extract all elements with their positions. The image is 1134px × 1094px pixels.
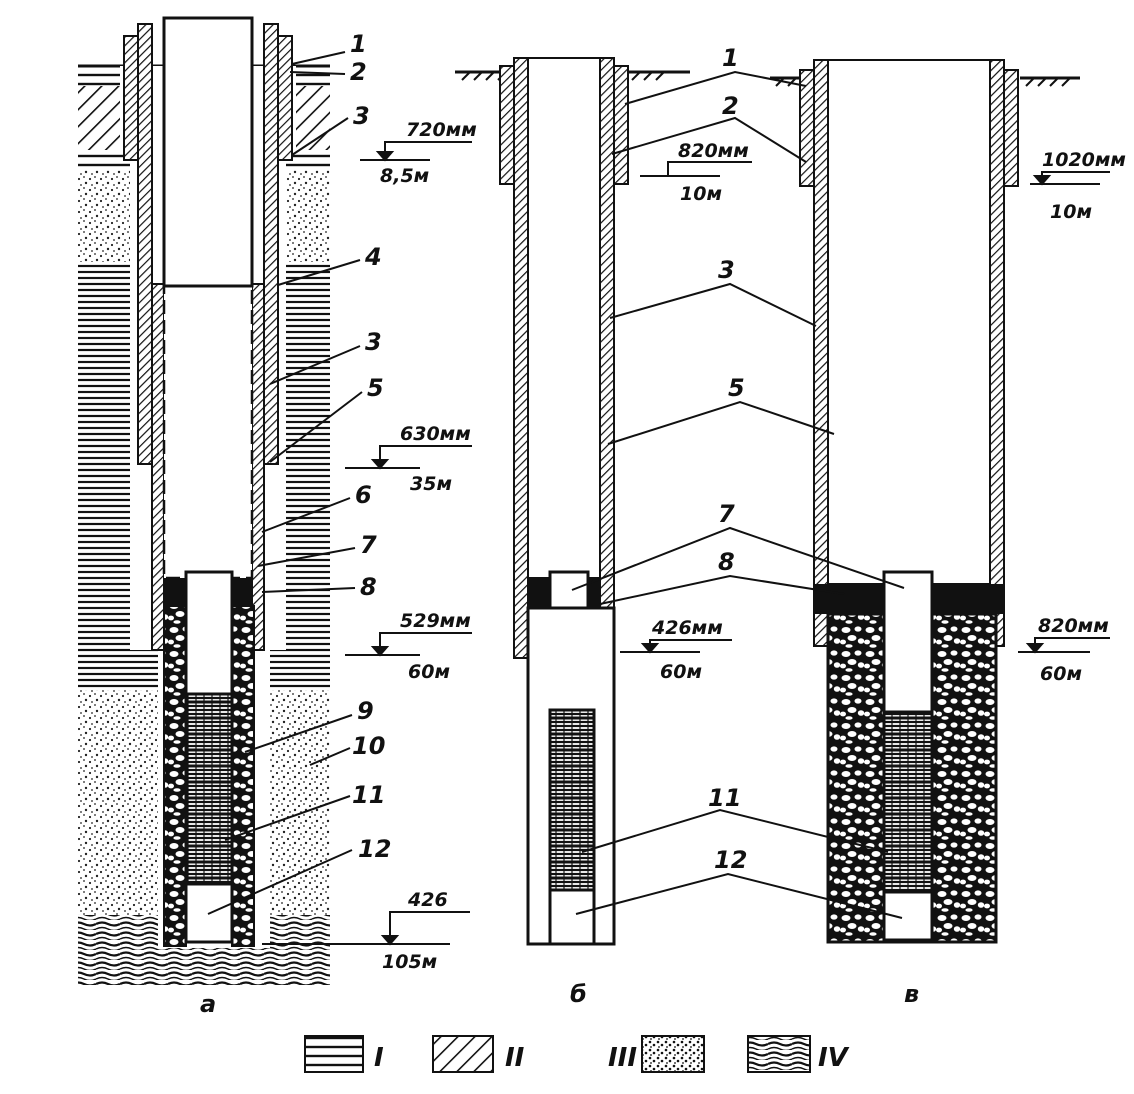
well-b: 820мм 10м 426мм 60м б <box>455 57 752 1008</box>
shared-label-7: 7 <box>718 500 735 528</box>
conductor-1020-right <box>1003 69 1019 187</box>
dim-c-820-diameter: 820мм <box>1038 615 1109 637</box>
casing-720-right <box>277 35 293 161</box>
shared-label-11: 11 <box>708 784 741 812</box>
legend-swatch-I <box>304 1035 364 1073</box>
gravel-pack-left <box>163 605 187 947</box>
legend-swatch-II <box>432 1035 494 1073</box>
well-a: 1 2 3 4 3 5 6 7 8 9 10 11 12 720мм 8,5м … <box>78 16 477 1018</box>
dim-b-820-diameter: 820мм <box>678 140 749 162</box>
well-c-dims <box>1018 171 1110 654</box>
filter-screen <box>184 692 234 886</box>
dim-a-720-diameter: 720мм <box>406 119 477 141</box>
label-a-7: 7 <box>360 531 377 559</box>
shared-label-3: 3 <box>718 256 735 284</box>
well-a-leaders <box>207 51 363 915</box>
label-a-12: 12 <box>358 835 391 863</box>
label-a-9: 9 <box>357 697 374 725</box>
legend-swatch-IV <box>747 1035 811 1073</box>
casing-b-right <box>599 57 615 659</box>
dim-b-820-depth: 10м <box>680 183 722 205</box>
legend-label-IV: IV <box>818 1043 850 1073</box>
shared-label-2: 2 <box>722 92 739 120</box>
casing-b-interior <box>527 57 601 579</box>
filter-screen-b <box>548 708 596 892</box>
dim-a-426-diameter: 426 <box>407 889 448 911</box>
label-a-6: 6 <box>355 481 372 509</box>
well-c: 1020мм 10м 820мм 60м в <box>770 59 1126 1008</box>
conductor-820-right <box>613 65 629 185</box>
filter-riser-c <box>882 570 934 714</box>
legend-item-I: I <box>304 1035 384 1073</box>
shared-label-12: 12 <box>714 846 747 874</box>
dim-a-720-depth: 8,5м <box>380 165 429 187</box>
dim-a-529-depth: 60м <box>408 661 450 683</box>
conductor-820-left <box>499 65 515 185</box>
dim-b-426-diameter: 426мм <box>651 617 723 639</box>
label-a-3: 3 <box>353 102 370 130</box>
shared-label-1: 1 <box>722 44 739 72</box>
label-a-3b: 3 <box>365 328 382 356</box>
label-a-2: 2 <box>350 58 367 86</box>
legend: I II III IV <box>304 1035 850 1073</box>
casing-720-left <box>123 35 139 161</box>
caption-b: б <box>570 980 587 1008</box>
legend-swatch-III <box>641 1035 705 1073</box>
caption-c: в <box>904 980 919 1008</box>
label-a-10: 10 <box>352 732 385 760</box>
label-a-11: 11 <box>352 781 385 809</box>
shared-label-5: 5 <box>728 374 745 402</box>
shared-leaders <box>571 70 905 919</box>
casing-630-right <box>263 23 279 465</box>
conductor-1020-left <box>799 69 815 187</box>
legend-item-III: III <box>608 1035 705 1073</box>
legend-label-III: III <box>608 1043 637 1073</box>
legend-item-IV: IV <box>747 1035 850 1073</box>
label-a-1: 1 <box>350 30 367 58</box>
dim-a-426-depth: 105м <box>382 951 437 973</box>
label-a-8: 8 <box>360 573 377 601</box>
dim-c-1020-diameter: 1020мм <box>1042 149 1126 171</box>
dim-a-529-diameter: 529мм <box>400 610 471 632</box>
ground-hatch-c <box>775 77 1071 87</box>
legend-item-II: II <box>432 1035 525 1073</box>
casing-c-interior <box>827 59 991 585</box>
casing-529-left <box>151 283 165 651</box>
filter-riser <box>184 570 234 696</box>
dim-c-1020-depth: 10м <box>1050 201 1092 223</box>
pump-chamber <box>162 16 254 288</box>
casing-c-right <box>989 59 1005 647</box>
dim-c-820-depth: 60м <box>1040 663 1082 685</box>
casing-630-left <box>137 23 153 465</box>
filter-sump-b <box>548 888 596 946</box>
label-a-5: 5 <box>367 374 384 402</box>
shared-label-8: 8 <box>718 548 735 576</box>
dim-a-630-diameter: 630мм <box>400 423 471 445</box>
label-a-4: 4 <box>364 243 382 271</box>
dim-b-426-depth: 60м <box>660 661 702 683</box>
caption-a: а <box>200 990 216 1018</box>
well-a-dims <box>262 141 472 946</box>
legend-label-II: II <box>505 1043 525 1073</box>
casing-529-right <box>251 283 265 651</box>
filter-screen-c <box>882 710 934 894</box>
dim-a-630-depth: 35м <box>410 473 452 495</box>
casing-b-left <box>513 57 529 659</box>
legend-label-I: I <box>374 1043 384 1073</box>
well-b-dims <box>620 161 752 654</box>
